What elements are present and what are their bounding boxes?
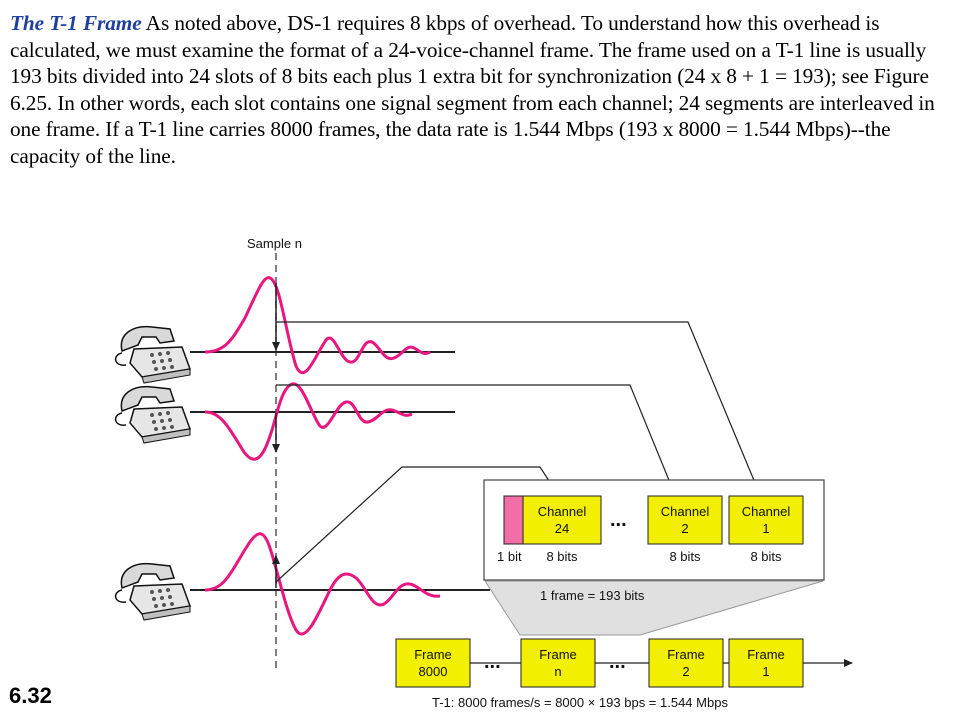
slot-number: 24 <box>555 521 569 536</box>
stream-frame <box>520 638 596 688</box>
slot-number: 2 <box>681 521 688 536</box>
signal-waveform <box>204 276 431 375</box>
channel-2-route <box>276 384 674 491</box>
slot-bits-label: 8 bits <box>750 549 782 564</box>
slot-number: 1 <box>762 521 769 536</box>
frame-number: n <box>554 664 561 679</box>
frame-label: Frame <box>667 647 705 662</box>
sync-bit-label: 1 bit <box>497 549 522 564</box>
slot-bits-label: 8 bits <box>546 549 578 564</box>
slot-ellipsis: ... <box>610 509 627 531</box>
sync-bit-slot <box>503 495 524 545</box>
frame-size-label: 1 frame = 193 bits <box>540 588 645 603</box>
telephone-icon <box>114 325 192 384</box>
channel-2-slot <box>647 495 723 545</box>
slot-label: Channel <box>538 504 587 519</box>
frame-number: 1 <box>762 664 769 679</box>
signal-waveform <box>204 532 441 636</box>
slot-bits-label: 8 bits <box>669 549 701 564</box>
frame-ellipsis: ... <box>609 651 626 673</box>
sample-label: Sample n <box>247 236 302 251</box>
telephone-icon <box>114 562 192 621</box>
frame-label: Frame <box>747 647 785 662</box>
body-paragraph: The T-1 Frame As noted above, DS-1 requi… <box>10 10 950 170</box>
channel-1-route <box>276 321 759 491</box>
slot-label: Channel <box>742 504 791 519</box>
slot-label: Channel <box>661 504 710 519</box>
slide-number: 6.32 <box>9 683 52 708</box>
frame-zoom-funnel <box>484 580 824 636</box>
frame-number: 8000 <box>419 664 448 679</box>
channel-1-slot <box>728 495 804 545</box>
frame-label: Frame <box>539 647 577 662</box>
stream-frame <box>648 638 724 688</box>
channel-24-slot <box>522 495 602 545</box>
telephone-icon <box>114 385 192 444</box>
stream-frame <box>395 638 471 688</box>
stream-frame <box>728 638 804 688</box>
signal-waveform <box>204 382 413 461</box>
paragraph-body: As noted above, DS-1 requires 8 kbps of … <box>10 11 935 168</box>
frame-label: Frame <box>414 647 452 662</box>
frame-number: 2 <box>682 664 689 679</box>
rate-label: T-1: 8000 frames/s = 8000 × 193 bps = 1.… <box>432 695 728 710</box>
channel-24-route <box>275 466 556 583</box>
paragraph-lead: The T-1 Frame <box>10 11 142 35</box>
frame-ellipsis: ... <box>484 651 501 673</box>
